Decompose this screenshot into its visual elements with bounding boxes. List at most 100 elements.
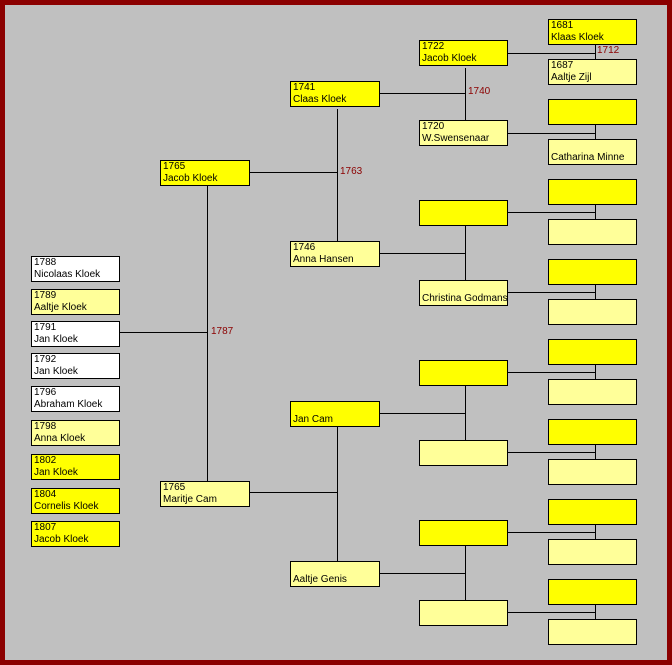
child-box[interactable]: 1796 Abraham Kloek <box>31 386 120 412</box>
person-year <box>551 180 634 192</box>
great-grandparent-box[interactable] <box>419 440 508 466</box>
person-year <box>551 140 634 152</box>
great-grandparent-box[interactable]: 1720 W.Swensenaar <box>419 120 508 146</box>
person-name: Catharina Minne <box>551 152 625 163</box>
person-name: Aaltje Genis <box>293 574 347 585</box>
great-great-grandparent-box[interactable] <box>548 299 637 325</box>
person-year: 1722 <box>422 41 445 52</box>
mother-box[interactable]: 1765 Maritje Cam <box>160 481 250 507</box>
connector-line <box>595 125 596 140</box>
child-box[interactable]: 1791 Jan Kloek <box>31 321 120 347</box>
person-year <box>422 521 505 533</box>
child-name: Nicolaas Kloek <box>34 269 101 280</box>
person-year <box>293 562 377 574</box>
person-name <box>551 512 634 524</box>
great-grandparent-box[interactable]: Christina Godmanse <box>419 280 508 306</box>
connector-line <box>508 133 596 134</box>
connector-line <box>595 444 596 459</box>
great-great-grandparent-box[interactable] <box>548 419 637 445</box>
great-great-grandparent-box[interactable] <box>548 499 637 525</box>
connector-line <box>337 427 338 561</box>
person-name <box>551 192 634 204</box>
person-name <box>422 213 505 225</box>
connector-line <box>380 253 466 254</box>
child-year: 1802 <box>34 455 57 466</box>
great-great-grandparent-box[interactable] <box>548 259 637 285</box>
connector-line <box>508 532 596 533</box>
connector-line <box>250 492 338 493</box>
connector-line <box>595 364 596 379</box>
child-name: Cornelis Kloek <box>34 501 99 512</box>
connector-line <box>595 284 596 299</box>
person-name <box>422 533 505 545</box>
person-name: Jan Cam <box>293 414 334 425</box>
connector-line <box>595 204 596 219</box>
person-year: 1746 <box>293 242 316 253</box>
great-great-grandparent-box[interactable] <box>548 179 637 205</box>
person-name <box>551 472 634 484</box>
paternal-grandmother-box[interactable]: 1746 Anna Hansen <box>290 241 380 267</box>
great-great-grandparent-box[interactable] <box>548 619 637 645</box>
person-year: 1741 <box>293 82 316 93</box>
marriage-year-parents: 1787 <box>210 326 235 338</box>
great-grandparent-box[interactable] <box>419 360 508 386</box>
connector-line <box>380 93 466 94</box>
person-name: Klaas Kloek <box>551 32 604 43</box>
person-year <box>422 441 505 453</box>
great-great-grandparent-box[interactable]: Catharina Minne <box>548 139 637 165</box>
family-tree-canvas: 1787 1763 1740 1712 1788 Nicolaas Kloek … <box>5 5 667 660</box>
paternal-grandfather-box[interactable]: 1741 Claas Kloek <box>290 81 380 107</box>
great-grandparent-box[interactable]: 1722 Jacob Kloek <box>419 40 508 66</box>
child-box[interactable]: 1788 Nicolaas Kloek <box>31 256 120 282</box>
person-name <box>551 272 634 284</box>
great-grandparent-box[interactable] <box>419 200 508 226</box>
child-box[interactable]: 1807 Jacob Kloek <box>31 521 120 547</box>
child-name: Aaltje Kloek <box>34 302 87 313</box>
marriage-year-great-great-grandparents: 1712 <box>596 45 621 57</box>
connector-line <box>465 385 466 440</box>
great-great-grandparent-box[interactable]: 1681 Klaas Kloek <box>548 19 637 45</box>
connector-line <box>508 452 596 453</box>
person-name: W.Swensenaar <box>422 133 490 144</box>
mother-year: 1765 <box>163 482 186 493</box>
great-great-grandparent-box[interactable] <box>548 99 637 125</box>
person-year <box>422 281 505 293</box>
person-year: 1681 <box>551 20 574 31</box>
child-box[interactable]: 1802 Jan Kloek <box>31 454 120 480</box>
connector-line <box>508 292 596 293</box>
person-name: Christina Godmanse <box>422 293 508 304</box>
connector-line <box>465 545 466 600</box>
great-great-grandparent-box[interactable] <box>548 219 637 245</box>
great-great-grandparent-box[interactable] <box>548 339 637 365</box>
child-box[interactable]: 1792 Jan Kloek <box>31 353 120 379</box>
child-name: Jacob Kloek <box>34 534 89 545</box>
person-year <box>551 300 634 312</box>
great-grandparent-box[interactable] <box>419 600 508 626</box>
maternal-grandmother-box[interactable]: Aaltje Genis <box>290 561 380 587</box>
child-box[interactable]: 1804 Cornelis Kloek <box>31 488 120 514</box>
great-great-grandparent-box[interactable] <box>548 539 637 565</box>
connector-line <box>120 332 208 333</box>
maternal-grandfather-box[interactable]: Jan Cam <box>290 401 380 427</box>
great-great-grandparent-box[interactable] <box>548 579 637 605</box>
person-name: Anna Hansen <box>293 254 354 265</box>
connector-line <box>508 53 596 54</box>
marriage-year-great-grandparents: 1740 <box>467 86 492 98</box>
great-great-grandparent-box[interactable] <box>548 379 637 405</box>
person-name <box>422 373 505 385</box>
person-name: Claas Kloek <box>293 94 347 105</box>
person-year <box>551 340 634 352</box>
child-year: 1796 <box>34 387 57 398</box>
child-box[interactable]: 1789 Aaltje Kloek <box>31 289 120 315</box>
great-great-grandparent-box[interactable]: 1687 Aaltje Zijl <box>548 59 637 85</box>
great-grandparent-box[interactable] <box>419 520 508 546</box>
father-box[interactable]: 1765 Jacob Kloek <box>160 160 250 186</box>
person-name: Aaltje Zijl <box>551 72 592 83</box>
person-name <box>551 552 634 564</box>
child-box[interactable]: 1798 Anna Kloek <box>31 420 120 446</box>
person-year <box>551 420 634 432</box>
child-name: Abraham Kloek <box>34 399 103 410</box>
great-great-grandparent-box[interactable] <box>548 459 637 485</box>
person-name <box>551 352 634 364</box>
connector-line <box>337 109 338 242</box>
